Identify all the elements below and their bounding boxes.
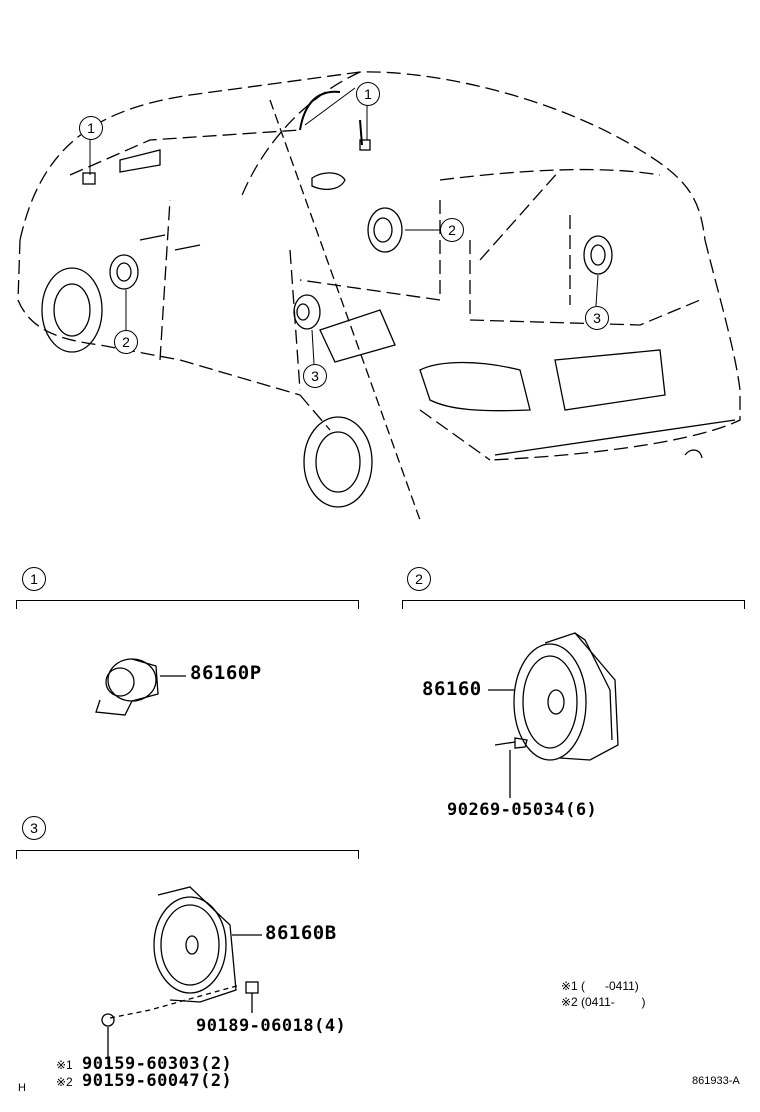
van-callout-3-door: 3 — [303, 364, 327, 388]
van-tweeter-left — [82, 172, 96, 185]
part-86160P-label: 86160P — [190, 662, 262, 684]
note-1-mark: ※1 — [561, 979, 578, 993]
note-1-text: ( -0411) — [581, 979, 639, 993]
section-2-bracket — [402, 600, 745, 609]
screw-1-label: 90159-60303(2) — [82, 1054, 233, 1074]
speaker-86160B-drawing — [101, 886, 262, 1065]
van-callout-2-rear: 2 — [440, 218, 464, 242]
van-speaker-lower-door — [293, 294, 321, 330]
section-1-callout: 1 — [22, 567, 46, 591]
screw-1-mark: ※1 — [56, 1058, 73, 1072]
section-2-callout: 2 — [407, 567, 431, 591]
tweeter-86160P-drawing — [95, 658, 186, 716]
van-callout-2-front: 2 — [114, 330, 138, 354]
van-callout-1-left: 1 — [79, 116, 103, 140]
van-callout-3-rear: 3 — [585, 306, 609, 330]
screw-2-label: 90159-60047(2) — [82, 1071, 233, 1091]
section-3-bracket — [16, 850, 359, 859]
note-2-text: (0411- ) — [581, 995, 646, 1009]
section-1-bracket — [16, 600, 359, 609]
corner-left-label: H — [18, 1082, 26, 1094]
van-speaker-rear-quarter — [583, 235, 613, 275]
part-90269-05034-label: 90269-05034(6) — [447, 800, 598, 820]
van-callout-1-right: 1 — [356, 82, 380, 106]
note-2-mark: ※2 — [561, 995, 578, 1009]
section-3-callout: 3 — [22, 816, 46, 840]
part-90189-06018-label: 90189-06018(4) — [196, 1016, 347, 1036]
van-tweeter-right — [359, 139, 371, 151]
screw-2-mark: ※2 — [56, 1075, 73, 1089]
van-body-outline — [17, 71, 741, 521]
van-speaker-sliding-door — [367, 207, 403, 253]
figure-id: 861933-A — [692, 1075, 740, 1087]
speaker-86160-drawing — [488, 632, 619, 798]
van-speaker-front-door — [109, 254, 139, 290]
part-86160B-label: 86160B — [265, 922, 337, 944]
part-86160-label: 86160 — [422, 678, 482, 700]
